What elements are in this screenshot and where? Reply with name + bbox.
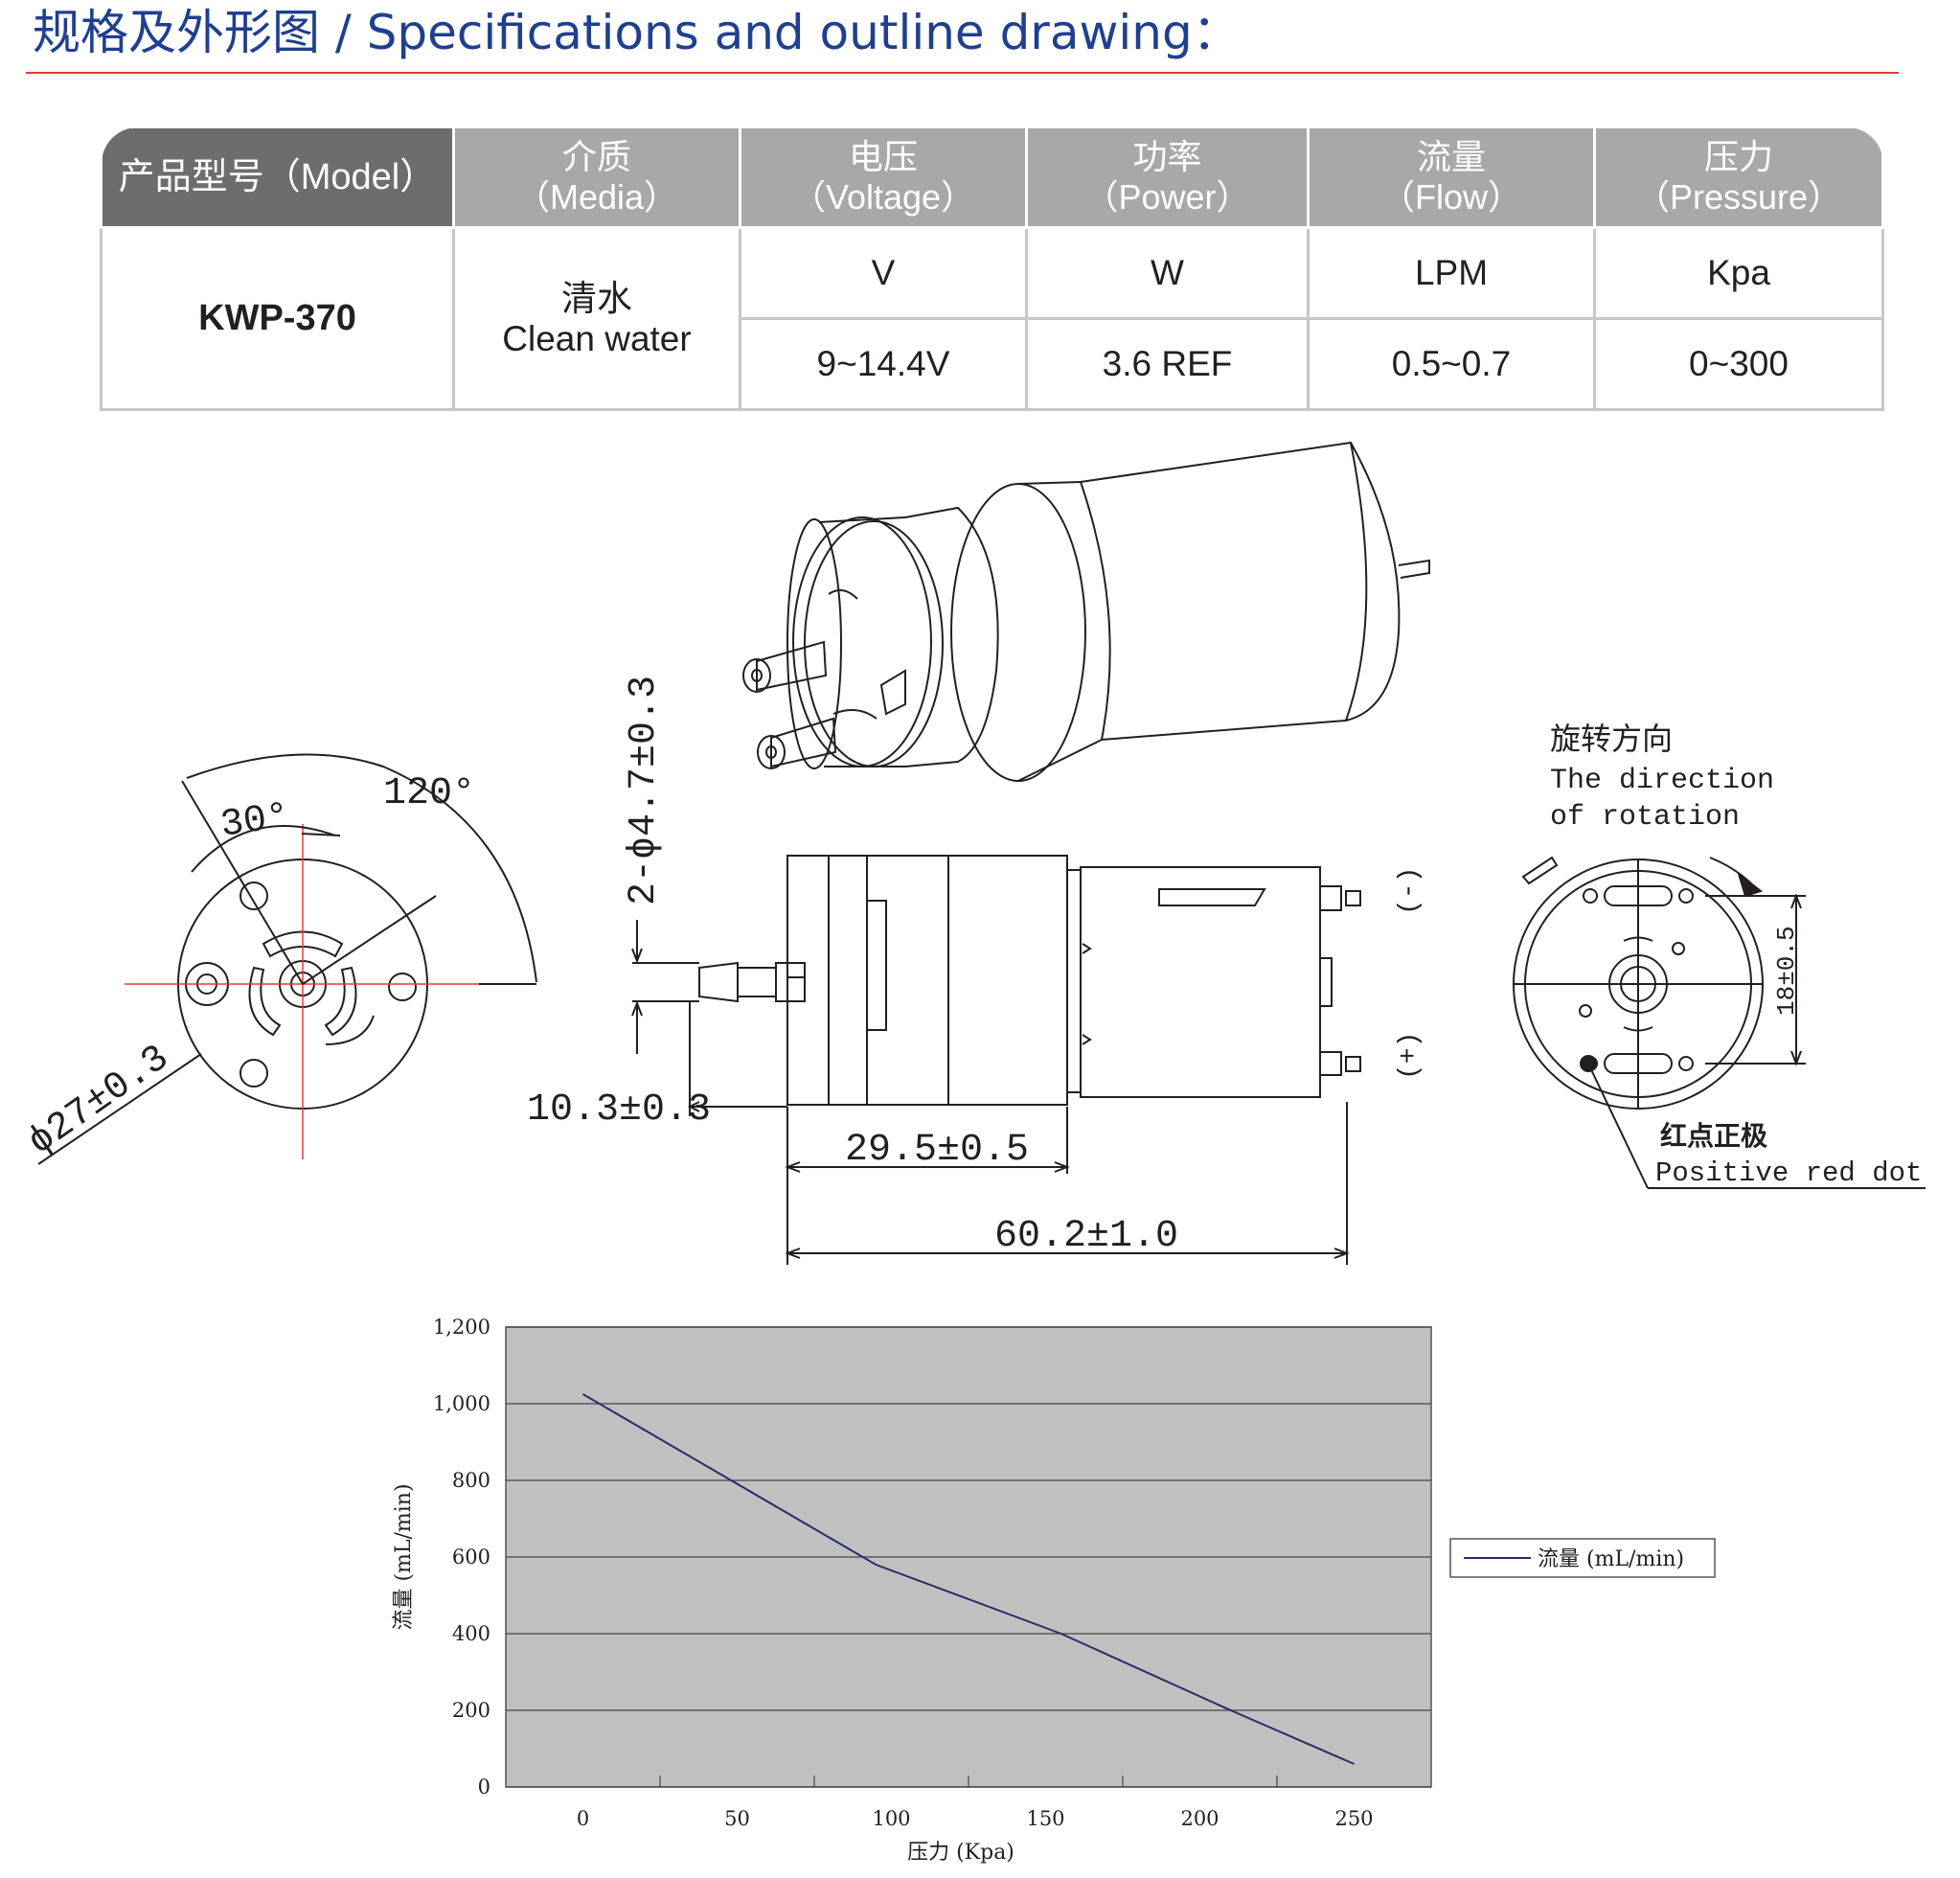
- spec-table: 产品型号（Model） 介质（Media） 电压（Voltage） 功率（Pow…: [100, 126, 1884, 411]
- y-tick-label: 1,200: [433, 1316, 490, 1339]
- pressure-unit: Kpa: [1593, 226, 1884, 320]
- header-media: 介质（Media）: [452, 126, 741, 229]
- y-tick-label: 1,000: [433, 1392, 490, 1415]
- head-length-label: 29.5±0.5: [845, 1129, 1029, 1172]
- header-pressure: 压力（Pressure）: [1593, 126, 1884, 229]
- page-title: 规格及外形图 / Specifications and outline draw…: [33, 5, 1241, 60]
- header-flow: 流量（Flow）: [1307, 126, 1596, 229]
- header-model: 产品型号（Model）: [100, 126, 455, 229]
- pump-3d-nozzle-upper: [743, 642, 826, 692]
- dim-18-label: 18±0.5: [1772, 926, 1801, 1016]
- x-tick-label: 200: [1180, 1807, 1219, 1830]
- rear-view: [1514, 858, 1926, 1188]
- x-tick-label: 150: [1026, 1807, 1064, 1830]
- positive-terminal-label: (+): [1395, 1032, 1424, 1080]
- flow-value: 0.5~0.7: [1307, 317, 1596, 411]
- y-tick-label: 0: [478, 1775, 490, 1798]
- pump-3d-nozzle-lower: [758, 719, 835, 768]
- rotation-en-label-1: The direction: [1550, 765, 1774, 797]
- angle-120-label: 120°: [383, 772, 475, 815]
- chart-y-ticks: 0 200 400 600 800 1,000 1,200: [433, 1316, 490, 1798]
- model-cell: KWP-370: [100, 226, 455, 411]
- y-tick-label: 400: [452, 1622, 490, 1645]
- chart-x-ticks: 0 50 100 150 200 250: [577, 1775, 1374, 1830]
- side-view: [632, 856, 1360, 1265]
- port-diameter-label: 2-ϕ4.7±0.3: [623, 676, 666, 905]
- title-underline: [26, 72, 1899, 74]
- red-dot-zh-label: 红点正极: [1660, 1120, 1767, 1152]
- power-unit: W: [1025, 226, 1310, 320]
- red-dot-en-label: Positive red dot: [1655, 1157, 1922, 1189]
- pump-3d-view: [743, 443, 1429, 781]
- y-tick-label: 600: [452, 1546, 490, 1569]
- header-voltage: 电压（Voltage）: [739, 126, 1028, 229]
- nozzle-length-label: 10.3±0.3: [527, 1088, 711, 1132]
- spec-header-row: 产品型号（Model） 介质（Media） 电压（Voltage） 功率（Pow…: [100, 126, 1884, 229]
- positive-red-dot: [1580, 1055, 1597, 1072]
- rotation-zh-label: 旋转方向: [1550, 721, 1673, 757]
- header-power: 功率（Power）: [1025, 126, 1310, 229]
- total-length-label: 60.2±1.0: [994, 1215, 1178, 1258]
- chart-legend: 流量 (mL/min): [1449, 1538, 1716, 1578]
- power-value: 3.6 REF: [1025, 317, 1310, 411]
- chart-series-line: [581, 1393, 1355, 1765]
- legend-label: 流量 (mL/min): [1538, 1547, 1684, 1571]
- outline-drawing: 120° 30° ϕ27±0.3 2-ϕ4.7±0.3 10.3±0.3 29.…: [21, 0, 1960, 1284]
- x-tick-label: 0: [577, 1807, 589, 1830]
- chart-y-axis-label: 流量 (mL/min): [392, 1483, 416, 1630]
- y-tick-label: 800: [452, 1469, 490, 1492]
- voltage-value: 9~14.4V: [739, 317, 1028, 411]
- angle-30-label: 30°: [218, 795, 293, 848]
- rotation-en-label-2: of rotation: [1550, 801, 1740, 834]
- y-tick-label: 200: [452, 1699, 490, 1722]
- chart-x-axis-label: 压力 (Kpa): [907, 1841, 1014, 1865]
- spec-value-row: 9~14.4V 3.6 REF 0.5~0.7 0~300: [102, 317, 1884, 411]
- x-tick-label: 100: [872, 1807, 910, 1830]
- pressure-value: 0~300: [1593, 317, 1884, 411]
- negative-terminal-label: (-): [1395, 867, 1424, 915]
- voltage-unit: V: [739, 226, 1028, 320]
- x-tick-label: 250: [1334, 1807, 1373, 1830]
- front-view: [38, 755, 536, 1165]
- flow-unit: LPM: [1307, 226, 1596, 320]
- x-tick-label: 50: [724, 1807, 750, 1830]
